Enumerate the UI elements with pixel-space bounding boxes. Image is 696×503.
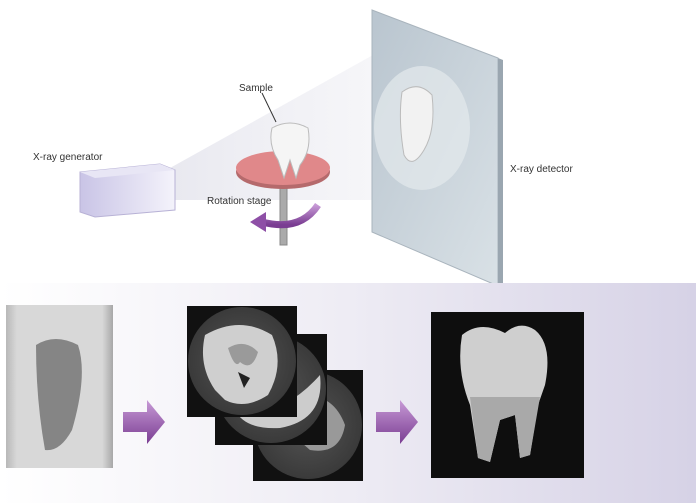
tooth-sample-icon — [270, 122, 310, 180]
label-xray-detector: X-ray detector — [510, 164, 573, 175]
arrow-icon — [123, 400, 165, 444]
projection-image — [6, 305, 113, 468]
sample-leader-line — [261, 92, 277, 123]
xray-generator — [79, 163, 176, 218]
label-rotation-stage: Rotation stage — [207, 196, 272, 207]
ct-slices — [187, 306, 363, 481]
ct-slice — [187, 306, 297, 417]
label-sample: Sample — [239, 83, 273, 94]
rotation-stage — [236, 122, 330, 246]
label-xray-generator: X-ray generator — [33, 152, 103, 163]
reconstructed-3d-tooth — [431, 312, 584, 478]
arrow-icon — [376, 400, 418, 444]
tooth-shadow-icon — [399, 86, 434, 162]
rotation-arrow-icon — [261, 202, 321, 229]
xray-detector — [371, 9, 503, 288]
